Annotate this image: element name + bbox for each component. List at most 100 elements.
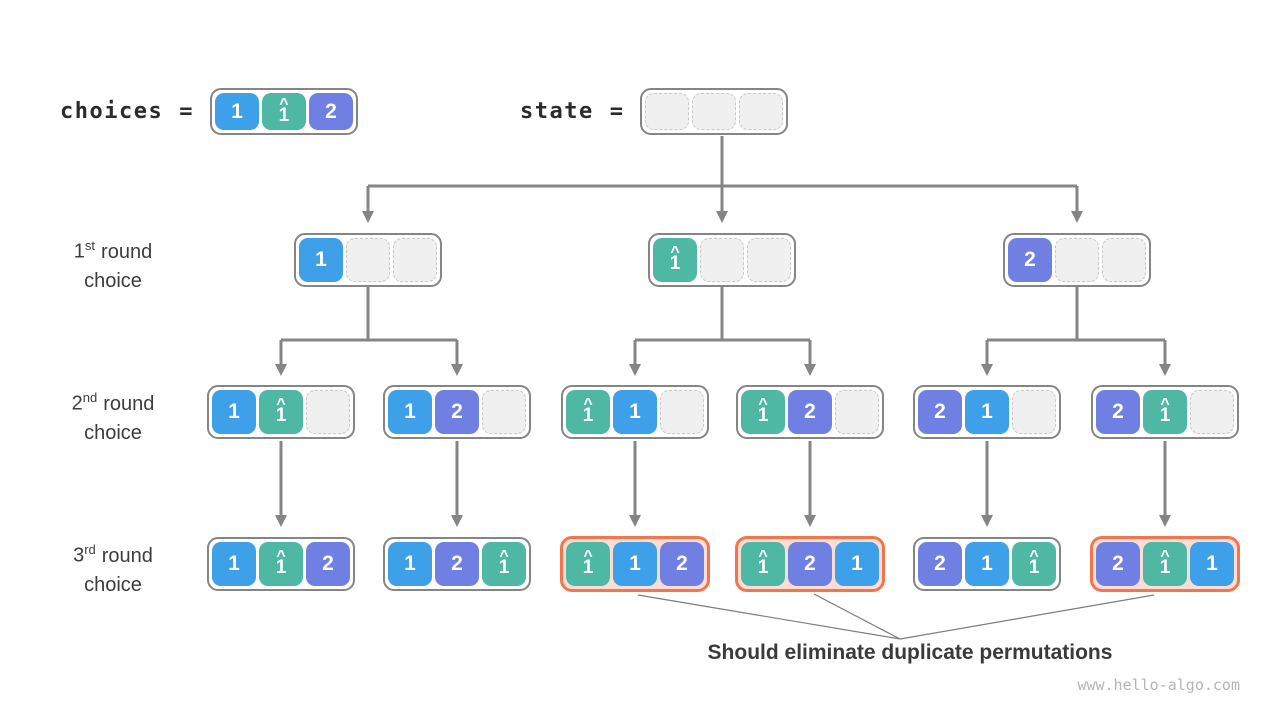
- hat-mark-icon: ^: [1029, 548, 1039, 565]
- element-cell-blue: 1: [388, 390, 432, 434]
- cell-value: 1: [275, 405, 287, 426]
- hat-mark-icon: ^: [758, 396, 768, 413]
- element-cell-blue: 1: [965, 390, 1009, 434]
- element-cell-purple: 2: [1008, 238, 1052, 282]
- empty-slot: [306, 390, 350, 434]
- element-cell-blue: 1: [965, 542, 1009, 586]
- element-cell-purple: 2: [788, 390, 832, 434]
- element-cell-teal: ^1: [261, 93, 306, 130]
- empty-slot: [482, 390, 526, 434]
- element-cell-blue: 1: [212, 542, 256, 586]
- hat-mark-icon: ^: [583, 548, 593, 565]
- empty-slot: [700, 238, 744, 282]
- element-cell-blue: 1: [388, 542, 432, 586]
- empty-slot: [739, 93, 784, 130]
- cell-value: 1: [1028, 557, 1040, 578]
- element-cell-teal: ^1: [741, 542, 785, 586]
- element-cell-teal: ^1: [1143, 390, 1187, 434]
- choices-label: choices: [60, 99, 164, 124]
- element-cell-teal: ^1: [741, 390, 785, 434]
- element-cell-blue: 1: [299, 238, 343, 282]
- state-box-r1-1: 1: [294, 233, 442, 287]
- state-header: state =: [520, 88, 789, 135]
- element-cell-purple: 2: [435, 390, 479, 434]
- element-cell-purple: 2: [1096, 390, 1140, 434]
- state-box-r1-3: 2: [1003, 233, 1151, 287]
- element-cell-purple: 2: [918, 542, 962, 586]
- hat-mark-icon: ^: [276, 396, 286, 413]
- hat-mark-icon: ^: [670, 244, 680, 261]
- empty-slot: [835, 390, 879, 434]
- choices-equals-sign: =: [179, 99, 194, 124]
- empty-slot: [1055, 238, 1099, 282]
- empty-slot: [645, 93, 690, 130]
- state-box-r2-6: 2^1: [1091, 385, 1239, 439]
- state-equals-sign: =: [609, 99, 625, 124]
- duplicate-pointer-lines: [637, 593, 1155, 640]
- round1-branch-lines: [275, 287, 1171, 376]
- element-cell-blue: 1: [613, 390, 657, 434]
- element-cell-teal: ^1: [259, 542, 303, 586]
- round2-branch-lines: [275, 441, 1171, 527]
- empty-slot: [692, 93, 737, 130]
- element-cell-purple: 2: [1096, 542, 1140, 586]
- element-cell-teal: ^1: [1143, 542, 1187, 586]
- hat-mark-icon: ^: [276, 548, 286, 565]
- hat-mark-icon: ^: [1160, 548, 1170, 565]
- cell-value: 1: [757, 557, 769, 578]
- hat-mark-icon: ^: [499, 548, 509, 565]
- element-cell-blue: 1: [212, 390, 256, 434]
- element-cell-blue: 1: [835, 542, 879, 586]
- cell-value: 1: [757, 405, 769, 426]
- cell-value: 1: [669, 253, 681, 274]
- cell-value: 1: [1159, 557, 1171, 578]
- cell-value: 1: [582, 405, 594, 426]
- watermark: www.hello-algo.com: [1077, 676, 1240, 694]
- element-cell-blue: 1: [1190, 542, 1234, 586]
- cell-value: 1: [278, 104, 290, 126]
- state-box-root: [640, 88, 789, 135]
- empty-slot: [346, 238, 390, 282]
- cell-value: 1: [1159, 405, 1171, 426]
- element-cell-purple: 2: [660, 542, 704, 586]
- hat-mark-icon: ^: [583, 396, 593, 413]
- cell-value: 1: [275, 557, 287, 578]
- empty-slot: [1012, 390, 1056, 434]
- empty-slot: [747, 238, 791, 282]
- cell-value: 1: [498, 557, 510, 578]
- state-box-r2-1: 1^1: [207, 385, 355, 439]
- element-cell-teal: ^1: [566, 542, 610, 586]
- hat-mark-icon: ^: [1160, 396, 1170, 413]
- element-cell-teal: ^1: [566, 390, 610, 434]
- annotation-text: Should eliminate duplicate permutations: [707, 641, 1113, 664]
- element-cell-purple: 2: [435, 542, 479, 586]
- element-cell-teal: ^1: [259, 390, 303, 434]
- empty-slot: [660, 390, 704, 434]
- element-cell-purple: 2: [918, 390, 962, 434]
- element-cell-teal: ^1: [1012, 542, 1056, 586]
- empty-slot: [393, 238, 437, 282]
- empty-slot: [1102, 238, 1146, 282]
- hat-mark-icon: ^: [279, 95, 289, 113]
- element-cell-purple: 2: [306, 542, 350, 586]
- element-cell-purple: 2: [308, 93, 353, 130]
- empty-slot: [1190, 390, 1234, 434]
- state-label: state: [520, 99, 594, 124]
- element-cell-teal: ^1: [482, 542, 526, 586]
- cell-value: 1: [582, 557, 594, 578]
